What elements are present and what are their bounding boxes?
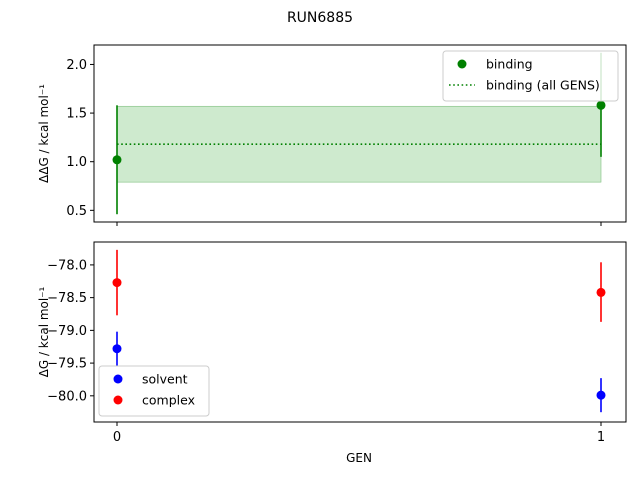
y-tick-label: −79.5 xyxy=(47,357,87,372)
legend-label: solvent xyxy=(142,372,188,387)
legend: binding binding (all GENS) xyxy=(442,50,619,102)
y-tick-label: −79.0 xyxy=(47,324,87,339)
data-point-solvent-1 xyxy=(596,390,606,400)
legend-label: binding (all GENS) xyxy=(486,78,600,93)
x-tick-label: 1 xyxy=(597,430,605,445)
chart-title: RUN6885 xyxy=(287,10,353,26)
legend-label: binding xyxy=(486,57,533,72)
x-axis-label: GEN xyxy=(346,451,372,465)
y-tick-label: −78.0 xyxy=(47,258,87,273)
y-axis-label: ΔG / kcal mol⁻¹ xyxy=(37,286,51,377)
legend: solvent complex xyxy=(98,365,210,417)
axes-frame xyxy=(93,241,627,423)
bottom-subplot: −80.0 −79.5 −79.0 −78.5 −78.0 0 1 ΔG / kcal mol… xyxy=(37,241,627,445)
legend-label: complex xyxy=(142,393,195,408)
x-tick-label: 0 xyxy=(113,430,121,445)
axes-frame xyxy=(93,44,627,223)
data-point-binding-1 xyxy=(596,100,606,110)
y-axis-label: ΔΔG / kcal mol⁻¹ xyxy=(37,84,51,183)
y-tick-label: −78.5 xyxy=(47,291,87,306)
legend-frame xyxy=(98,365,210,417)
y-tick-label: −80.0 xyxy=(47,389,87,404)
legend-marker xyxy=(457,59,467,69)
legend-marker xyxy=(113,374,123,384)
data-point-complex-1 xyxy=(596,287,606,297)
y-tick-label: 1.5 xyxy=(66,107,87,122)
y-tick-label: 1.0 xyxy=(66,155,87,170)
data-point-solvent-0 xyxy=(112,344,122,354)
y-tick-label: 0.5 xyxy=(66,204,87,219)
data-point-complex-0 xyxy=(112,278,122,288)
legend-marker xyxy=(113,395,123,405)
y-tick-label: 2.0 xyxy=(66,58,87,73)
legend-frame xyxy=(442,50,619,102)
data-point-binding-0 xyxy=(112,155,122,165)
